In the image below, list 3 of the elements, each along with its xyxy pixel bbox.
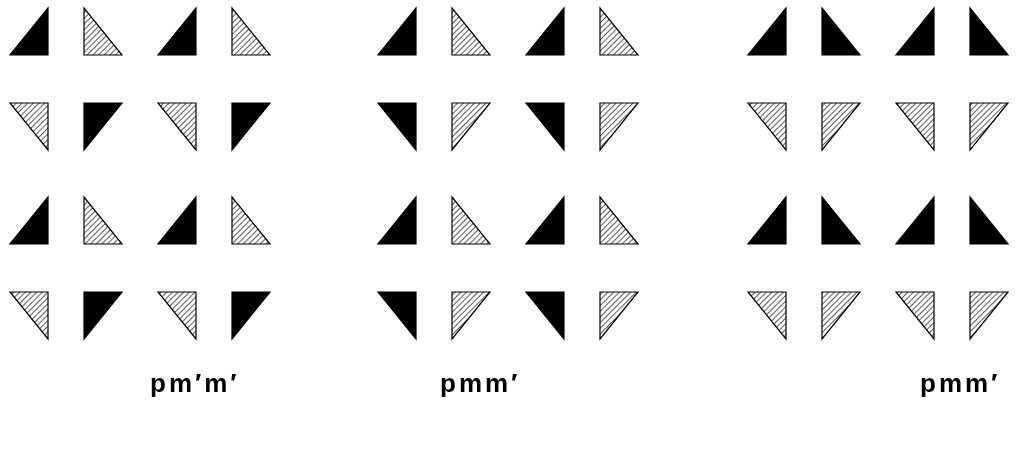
symmetry-group-label: pm′m′	[150, 368, 240, 399]
symmetry-group-label: pmm′	[440, 368, 521, 399]
symmetry-group-label: pmm′	[920, 368, 1001, 399]
